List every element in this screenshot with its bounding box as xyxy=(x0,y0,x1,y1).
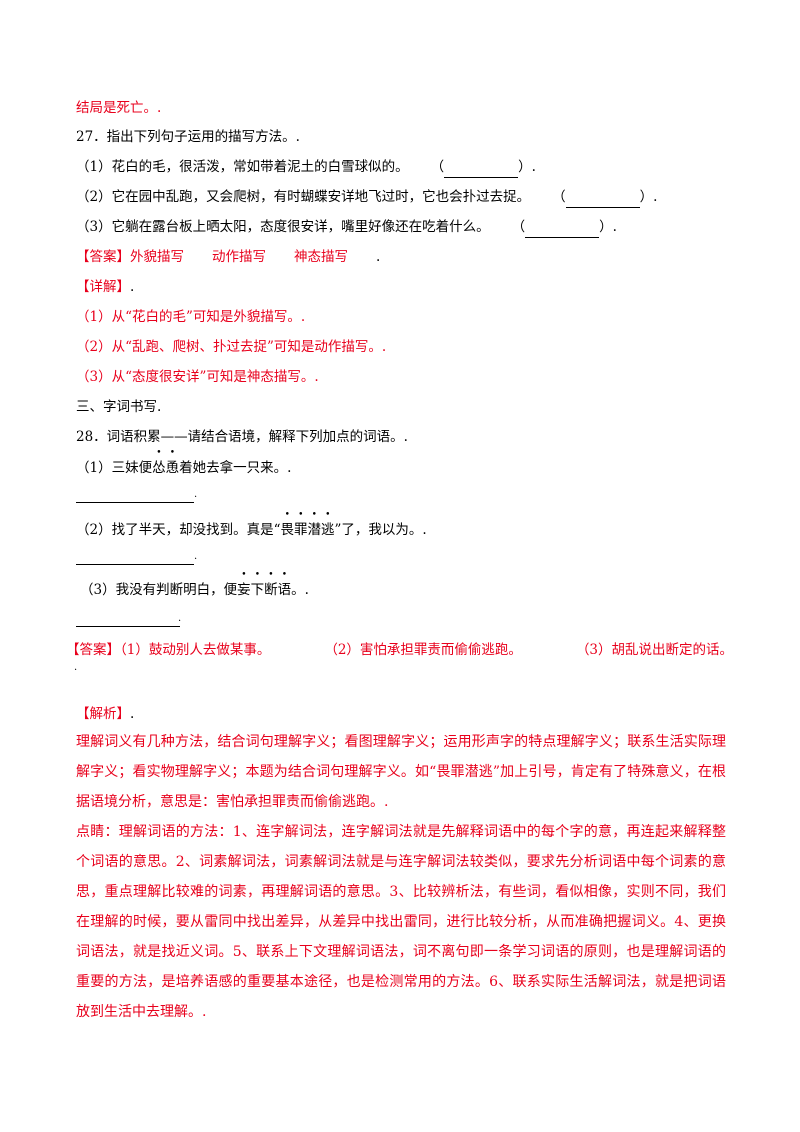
answer-1: 外貌描写 xyxy=(130,249,184,265)
ending-text: 结局是死亡。. xyxy=(76,100,162,116)
dotted-char: 语 xyxy=(278,580,292,600)
q27-item-1: （1）花白的毛，很活泼，常如带着泥土的白雪球似的。（ ）. xyxy=(76,157,536,178)
q27-title: 27．指出下列句子运用的描写方法。. xyxy=(76,129,300,145)
answer-3: （3）胡乱说出断定的话。 xyxy=(575,642,734,658)
q27-item-3-text: （3）它躺在露台板上晒太阳，态度很安详，嘴里好像还在吃着什么。 xyxy=(76,219,490,235)
dotted-char: 畏 xyxy=(281,520,295,540)
q28-sentence-3: （3）我没有判断明白，便妄下断语。. xyxy=(80,580,309,600)
q27-item-3: （3）它躺在露台板上晒太阳，态度很安详，嘴里好像还在吃着什么。（ ）. xyxy=(76,217,617,238)
q28-sentence-2: （2）找了半天，却没找到。真是“畏罪潜逃”了，我以为。. xyxy=(76,520,427,540)
answer-line-3[interactable] xyxy=(76,626,180,627)
answer-line-1[interactable] xyxy=(76,502,194,503)
answer-2: 动作描写 xyxy=(212,249,266,265)
dotted-char: 罪 xyxy=(294,520,308,540)
dotted-char: 妄 xyxy=(237,580,251,600)
q27-detail-tag: 【详解】. xyxy=(76,279,135,295)
q28-title: 28．词语积累——请结合语境，解释下列加点的词语。. xyxy=(76,429,408,445)
dotted-char: 下 xyxy=(251,580,265,600)
dotted-char: 潜 xyxy=(308,520,322,540)
section-3-heading: 三、字词书写. xyxy=(76,399,162,415)
q27-answer: 【答案】外貌描写动作描写神态描写. xyxy=(76,249,381,265)
q27-blank-3[interactable] xyxy=(525,217,600,238)
answer-2: （2）害怕承担罪责而偷偷逃跑。 xyxy=(324,642,522,658)
q28-answer: 【答案】（1）鼓动别人去做某事。 （2）害怕承担罪责而偷偷逃跑。 （3）胡乱说出断定… xyxy=(66,640,733,660)
answer-line-2[interactable] xyxy=(76,564,194,565)
dotted-char: 逃 xyxy=(321,520,335,540)
q27-item-2: （2）它在园中乱跑，又会爬树，有时蝴蝶安详地飞过时，它也会扑过去捉。（ ）. xyxy=(76,187,657,208)
q27-detail-2: （2）从“乱跑、爬树、扑过去捉”可知是动作描写。. xyxy=(76,339,387,355)
answer-1: （1）鼓动别人去做某事。 xyxy=(120,642,271,658)
q28-sentence-1: （1）三妹便怂恿着她去拿一只来。. xyxy=(76,458,291,478)
q27-blank-2[interactable] xyxy=(565,187,640,208)
q27-item-1-text: （1）花白的毛，很活泼，常如带着泥土的白雪球似的。 xyxy=(76,159,409,175)
dotted-char: 恿 xyxy=(166,458,180,478)
dotted-char: 怂 xyxy=(152,458,166,478)
q27-detail-3: （3）从“态度很安详”可知是神态描写。. xyxy=(76,369,319,385)
q28-analysis-tag: 【解析】. xyxy=(76,706,135,722)
q27-detail-1: （1）从“花白的毛”可知是外貌描写。. xyxy=(76,309,306,325)
answer-3: 神态描写 xyxy=(294,249,348,265)
answer-tag: 【答案】 xyxy=(76,249,130,265)
q27-blank-1[interactable] xyxy=(444,157,519,178)
dotted-char: 断 xyxy=(264,580,278,600)
q28-analysis-text: 理解词义有几种方法，结合词句理解字义；看图理解字义；运用形声字的特点理解字义；联… xyxy=(76,734,726,810)
q28-tip-text: 点睛：理解词语的方法：1、连字解词法，连字解词法就是先解释词语中的每个字的意，再… xyxy=(76,824,726,1020)
answer-tag: 【答案】 xyxy=(66,642,120,658)
q27-item-2-text: （2）它在园中乱跑，又会爬树，有时蝴蝶安详地飞过时，它也会扑过去捉。 xyxy=(76,189,531,205)
